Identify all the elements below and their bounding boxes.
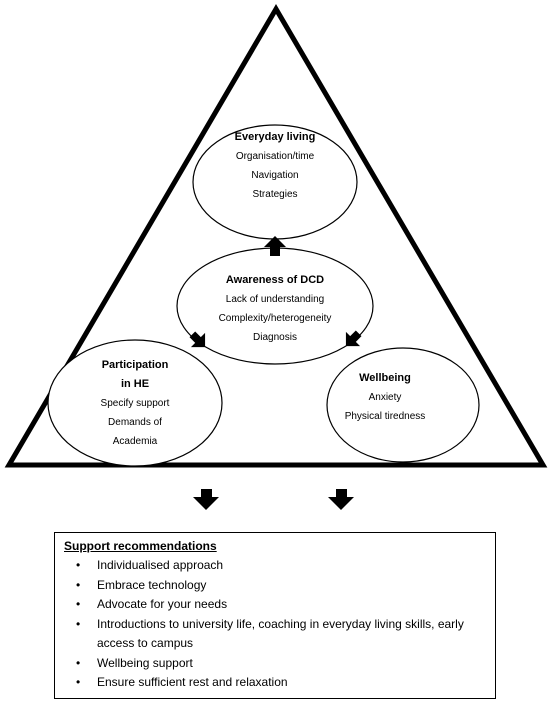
wellbeing-item: Physical tiredness — [344, 411, 426, 422]
awareness-item: Complexity/heterogeneity — [218, 313, 332, 324]
everyday-living-title: Everyday living — [234, 131, 316, 143]
everyday-living-item: Navigation — [251, 170, 299, 181]
awareness-item: Diagnosis — [253, 332, 297, 343]
support-item: Introductions to university life, coachi… — [64, 615, 485, 654]
participation-item: Academia — [112, 436, 158, 447]
wellbeing-title: Wellbeing — [359, 372, 411, 384]
support-recommendations-list: Individualised approach Embrace technolo… — [64, 556, 485, 693]
participation-title-line1: Participation — [101, 359, 169, 371]
support-item: Individualised approach — [64, 556, 485, 576]
support-recommendations-box: Support recommendations Individualised a… — [54, 532, 496, 699]
participation-title-line2: in HE — [120, 378, 150, 390]
arrow-down-right-bottom-icon — [328, 489, 354, 510]
arrow-down-right-icon — [345, 330, 362, 347]
everyday-living-node: Everyday living Organisation/time Naviga… — [193, 128, 357, 204]
awareness-title: Awareness of DCD — [225, 274, 325, 286]
awareness-node: Awareness of DCD Lack of understanding C… — [177, 271, 373, 347]
arrow-down-left-icon — [189, 331, 206, 348]
everyday-living-item: Strategies — [252, 189, 298, 200]
participation-node: Participation in HE Specify support Dema… — [50, 356, 220, 451]
arrow-down-left-bottom-icon — [193, 489, 219, 510]
support-item: Wellbeing support — [64, 654, 485, 674]
support-item: Embrace technology — [64, 576, 485, 596]
support-item: Ensure sufficient rest and relaxation — [64, 673, 485, 693]
everyday-living-item: Organisation/time — [235, 151, 315, 162]
support-recommendations-title: Support recommendations — [64, 539, 217, 553]
awareness-item: Lack of understanding — [225, 294, 325, 305]
triangle-frame — [4, 4, 548, 468]
wellbeing-ellipse — [326, 347, 480, 463]
wellbeing-node: Wellbeing Anxiety Physical tiredness — [329, 369, 441, 426]
wellbeing-item: Anxiety — [368, 392, 402, 403]
dcd-diagram — [4, 4, 548, 510]
support-item: Advocate for your needs — [64, 595, 485, 615]
participation-ellipse — [47, 339, 223, 467]
participation-item: Demands of — [108, 417, 162, 428]
arrow-up-icon — [264, 236, 286, 256]
participation-item: Specify support — [100, 398, 170, 409]
